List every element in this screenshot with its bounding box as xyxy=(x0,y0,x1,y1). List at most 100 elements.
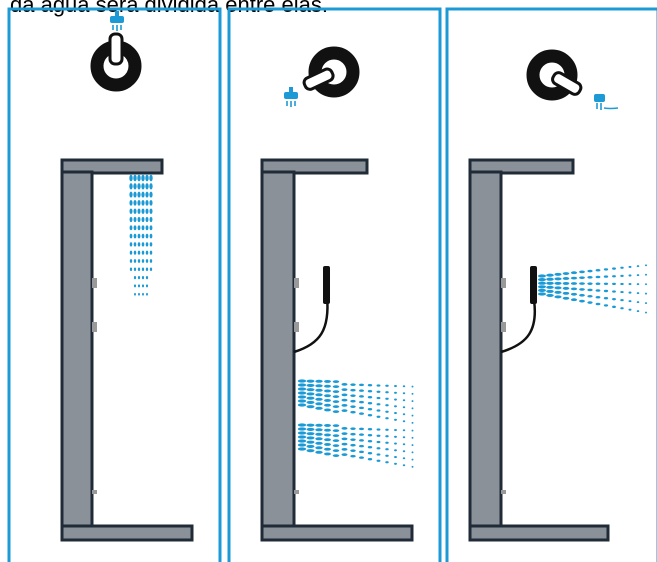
water-drop xyxy=(297,443,307,447)
water-drop xyxy=(141,250,145,255)
water-drop xyxy=(350,438,356,441)
water-drop xyxy=(385,397,389,400)
water-drop xyxy=(133,225,137,231)
water-drop xyxy=(620,307,624,310)
water-drop xyxy=(149,216,153,223)
water-drop xyxy=(315,446,323,450)
water-drop xyxy=(350,454,356,458)
water-drop xyxy=(367,396,373,399)
water-drop xyxy=(359,439,364,442)
water-drop xyxy=(628,282,632,286)
water-drop xyxy=(587,288,593,292)
water-drop xyxy=(145,183,149,190)
water-drop xyxy=(315,388,323,392)
water-drop xyxy=(315,379,323,383)
water-drop xyxy=(385,428,389,431)
water-drop xyxy=(332,444,340,447)
water-drop xyxy=(350,449,356,452)
water-drop xyxy=(332,434,340,437)
water-drop xyxy=(411,458,414,461)
water-drop xyxy=(612,305,616,308)
water-drop xyxy=(376,428,381,431)
water-drop xyxy=(306,396,315,400)
water-drop xyxy=(376,390,381,393)
water-drop xyxy=(137,284,141,288)
water-drop xyxy=(376,384,381,387)
water-drop xyxy=(332,424,340,427)
water-drop xyxy=(612,267,616,270)
water-drop xyxy=(554,290,562,294)
water-drop xyxy=(367,414,373,417)
water-drop xyxy=(129,259,133,263)
water-drop xyxy=(145,174,149,182)
water-drop xyxy=(411,465,414,468)
water-drop xyxy=(367,390,373,393)
water-drop xyxy=(350,427,356,430)
water-drop xyxy=(341,427,348,430)
water-drop xyxy=(402,392,406,395)
water-drop xyxy=(141,275,145,280)
water-drop xyxy=(546,285,554,289)
water-drop xyxy=(350,405,356,408)
water-drop xyxy=(137,174,141,182)
water-drop xyxy=(595,289,601,292)
water-drop xyxy=(603,275,609,278)
water-drop xyxy=(359,400,364,404)
water-drop xyxy=(137,242,141,247)
water-drop xyxy=(595,295,601,299)
water-drop xyxy=(620,290,624,294)
water-drop xyxy=(149,233,153,239)
water-drop xyxy=(570,271,578,275)
water-drop xyxy=(133,267,137,272)
water-drop xyxy=(376,459,381,462)
water-drop xyxy=(376,434,381,437)
water-drop xyxy=(324,384,331,388)
water-drop xyxy=(332,395,340,398)
water-drop xyxy=(350,399,356,403)
water-drop xyxy=(341,398,348,402)
water-drop xyxy=(612,282,616,286)
water-drop xyxy=(367,440,373,443)
water-drop xyxy=(137,259,141,263)
water-drop xyxy=(579,270,585,274)
water-drop xyxy=(603,268,609,271)
water-drop xyxy=(538,288,546,292)
water-drop xyxy=(315,393,323,397)
water-drop xyxy=(146,292,148,296)
water-drop xyxy=(306,444,315,448)
water-drop xyxy=(129,233,133,239)
hand-shower-handle xyxy=(323,266,330,304)
water-drop xyxy=(297,403,307,407)
water-drop xyxy=(411,414,414,417)
jet-nozzle xyxy=(92,490,97,494)
water-drop xyxy=(306,392,315,396)
water-drop xyxy=(306,383,315,387)
water-drop xyxy=(324,399,331,402)
water-drop xyxy=(137,208,141,214)
water-drop xyxy=(595,268,601,272)
water-drop xyxy=(332,390,340,393)
water-drop xyxy=(612,275,616,278)
shower-column xyxy=(60,158,194,542)
water-drop xyxy=(538,285,546,289)
water-drop xyxy=(141,200,145,206)
water-drop xyxy=(297,383,307,387)
water-drop xyxy=(587,276,593,279)
water-drop xyxy=(149,225,153,231)
water-drop xyxy=(644,273,648,276)
jet-nozzle xyxy=(294,322,299,332)
water-drop xyxy=(411,444,414,447)
water-drop xyxy=(359,412,364,415)
overhead-shower-icon xyxy=(283,86,299,108)
water-drop xyxy=(554,286,562,290)
water-drop xyxy=(385,461,389,464)
water-drop xyxy=(306,427,315,431)
water-drop xyxy=(341,448,348,451)
water-drop xyxy=(324,438,331,442)
overhead-shower-icon xyxy=(109,10,125,32)
water-drop xyxy=(350,388,356,392)
water-drop xyxy=(145,200,149,206)
water-drop xyxy=(579,288,585,291)
water-drop xyxy=(129,216,133,223)
water-drop xyxy=(341,393,348,397)
